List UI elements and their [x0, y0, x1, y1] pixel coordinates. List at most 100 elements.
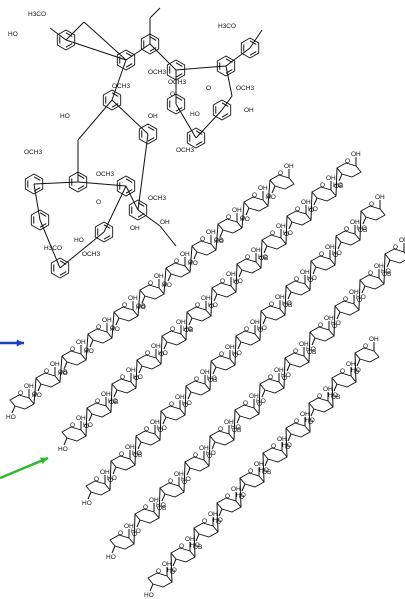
- hydroxyl-bond: [63, 361, 68, 370]
- hydroxyl-label: OH: [351, 151, 361, 158]
- aromatic-ring: [116, 49, 136, 71]
- glycosidic-bond: [239, 477, 242, 508]
- aromatic-ring: [56, 29, 76, 51]
- pyranose-ring: [61, 426, 87, 442]
- hydroxyl-label: HO: [328, 392, 338, 399]
- lignin-bond: [65, 21, 85, 41]
- hydroxyl-bond: [37, 383, 42, 392]
- glycosidic-bond: [133, 513, 136, 545]
- glycosidic-bond: [267, 179, 271, 207]
- pyranose-ring: [210, 355, 236, 371]
- pyranose-ring: [184, 456, 210, 472]
- pyranose-ring: [259, 378, 285, 394]
- hydroxyl-label: OH: [175, 394, 185, 401]
- hydroxyl-bond: [313, 197, 318, 206]
- pyranose-ring: [262, 447, 288, 463]
- aromatic-ring: [30, 209, 50, 231]
- hydroxyl-label: OH: [346, 361, 356, 368]
- lignin-atom-label: OH: [160, 219, 170, 226]
- hydroxyl-label: HO: [357, 225, 367, 232]
- ring-oxygen-label: O: [95, 398, 100, 405]
- ring-oxygen-label: O: [294, 418, 299, 425]
- linkage-oxygen-label: OB: [331, 394, 340, 401]
- hydroxyl-label: HO: [162, 282, 172, 289]
- glycosidic-bond: [234, 335, 237, 366]
- lignin-atom-label: O: [96, 199, 101, 206]
- linkage-oxygen-label: OB: [382, 271, 391, 278]
- glycosidic-bond: [233, 409, 236, 441]
- aromatic-ring: [212, 99, 232, 121]
- hydroxyl-label: HO: [256, 398, 266, 405]
- lignin-atom-label: HO: [190, 111, 200, 118]
- hydroxyl-label: HO: [132, 450, 142, 457]
- hydroxyl-label: HO: [282, 442, 292, 449]
- aromatic-ring: [186, 127, 206, 149]
- hydroxyl-label: OH: [76, 339, 86, 346]
- hydroxyl-label: HO: [144, 592, 154, 599]
- hydroxyl-label: OH: [250, 319, 260, 326]
- double-bond: [147, 137, 155, 142]
- linkage-oxygen-label: OB: [193, 544, 202, 551]
- pyranose-ring: [216, 497, 242, 513]
- double-bond: [103, 235, 111, 240]
- ring-oxygen-label: O: [119, 451, 124, 458]
- linkage-oxygen-label: O: [216, 519, 221, 526]
- glycosidic-bond: [259, 310, 262, 341]
- ring-oxygen-label: O: [278, 170, 283, 177]
- glycosidic-bond: [283, 357, 286, 389]
- hydroxyl-label: OH: [185, 536, 195, 543]
- lignin-atom-label: H3CO: [44, 245, 62, 252]
- hydroxyl-label: HO: [58, 370, 68, 377]
- lignin-bond: [249, 29, 263, 49]
- pyranose-ring: [286, 210, 312, 226]
- hydroxyl-bond: [212, 366, 217, 375]
- glycosidic-bond: [209, 360, 212, 391]
- glycosidic-bond: [159, 410, 162, 441]
- hydroxyl-label: OH: [375, 194, 385, 201]
- lignin-network: H3COHOOCH3OCH3H3COOCH3OHHOOCH3HOOCH3OHOC…: [8, 7, 263, 279]
- linkage-oxygen-label: OB: [259, 255, 268, 262]
- ring-oxygen-label: O: [170, 326, 175, 333]
- double-bond: [59, 271, 67, 276]
- ring-oxygen-label: O: [218, 426, 223, 433]
- lignin-atom-label: OCH3: [24, 149, 42, 156]
- linkage-oxygen-label: O: [332, 323, 337, 330]
- glycosidic-bond: [331, 377, 334, 408]
- hydroxyl-label: HO: [257, 325, 267, 332]
- pyranose-ring: [243, 196, 269, 212]
- pyranose-ring: [239, 472, 265, 488]
- glycosidic-bond: [284, 285, 287, 316]
- linkage-oxygen-label: O: [158, 427, 163, 434]
- glycosidic-bond: [260, 239, 263, 269]
- hydroxyl-bond: [188, 317, 193, 326]
- hydroxyl-bond: [111, 545, 116, 554]
- ring-oxygen-label: O: [122, 302, 127, 309]
- hydroxyl-label: OH: [258, 185, 268, 192]
- ring-oxygen-label: O: [168, 478, 173, 485]
- hydroxyl-label: OH: [128, 295, 138, 302]
- ring-oxygen-label: O: [269, 301, 274, 308]
- glycosidic-bond: [258, 383, 261, 415]
- lignin-atom-label: OCH3: [176, 147, 194, 154]
- glycosidic-bond: [308, 402, 311, 433]
- pyranose-ring: [269, 174, 295, 190]
- glycosidic-bond: [85, 407, 88, 437]
- pyranose-ring: [331, 372, 357, 388]
- hydroxyl-label: OH: [251, 247, 261, 254]
- linkage-oxygen-label: O: [282, 375, 287, 382]
- ring-oxygen-label: O: [369, 201, 374, 208]
- hydroxyl-bond: [172, 558, 177, 567]
- lignin-bond: [137, 209, 161, 227]
- hydroxyl-label: OH: [100, 469, 110, 476]
- ring-oxygen-label: O: [319, 251, 324, 258]
- pyranose-ring: [261, 234, 287, 250]
- lignin-bond: [159, 225, 177, 247]
- aromatic-ring: [166, 93, 186, 115]
- hydroxyl-label: OH: [206, 229, 216, 236]
- linkage-oxygen-label: OB: [208, 377, 217, 384]
- hydroxyl-label: HO: [32, 392, 42, 399]
- hydroxyl-label: HO: [282, 300, 292, 307]
- hydroxyl-bond: [195, 533, 200, 542]
